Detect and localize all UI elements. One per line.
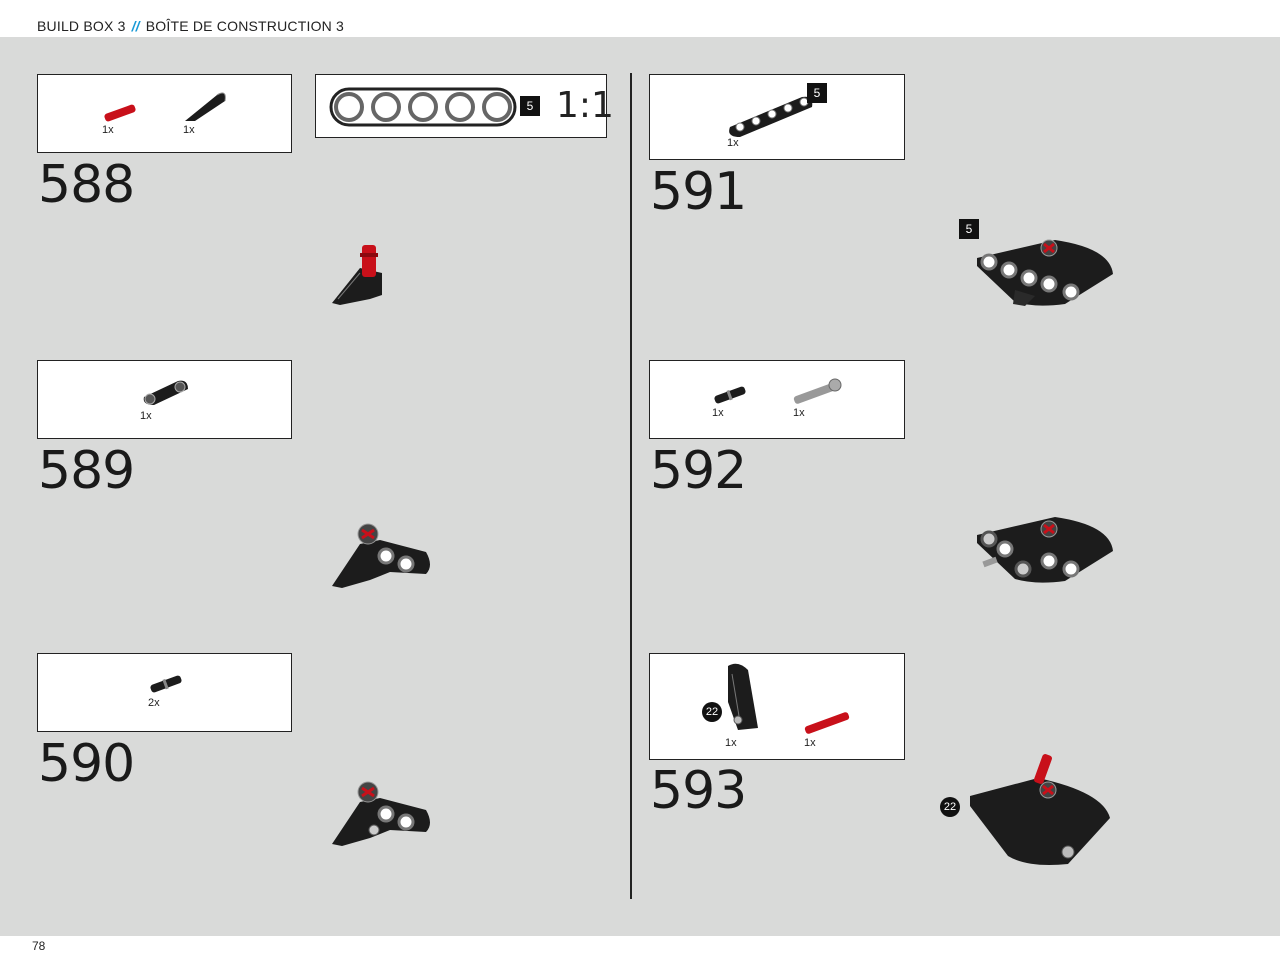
- black-beam-5-icon: [729, 96, 813, 137]
- step-590-part-1-qty: 2x: [148, 697, 160, 709]
- step-593-number: 593: [650, 761, 747, 821]
- black-pin-icon: [714, 386, 746, 404]
- step-591-assembly: [977, 239, 1113, 306]
- black-panel-22-icon: [728, 663, 758, 730]
- step-593-part-1-qty: 1x: [725, 737, 737, 749]
- step-593-part-label: 22: [702, 702, 722, 722]
- page-footer: 78: [0, 936, 1280, 974]
- step-588-part-1-qty: 1x: [102, 124, 114, 136]
- beam-length-label: 5: [520, 96, 540, 116]
- step-593-assembly-label: 22: [940, 797, 960, 817]
- scale-label: 1:1: [556, 85, 614, 126]
- step-588-part-2-qty: 1x: [183, 124, 195, 136]
- step-588-assembly: [332, 245, 382, 305]
- step-591-assembly-length-label: 5: [959, 219, 979, 239]
- step-592-parts-box: 1x 1x: [649, 360, 905, 439]
- step-591-parts-box: 5 1x: [649, 74, 905, 160]
- black-pin-icon: [150, 675, 182, 693]
- black-curved-panel-icon: [185, 92, 226, 121]
- black-connector-icon: [143, 380, 188, 405]
- page-header: BUILD BOX 3 // BOÎTE DE CONSTRUCTION 3: [0, 0, 1280, 37]
- header-title: BUILD BOX 3 // BOÎTE DE CONSTRUCTION 3: [37, 18, 344, 34]
- red-axle-icon: [804, 712, 850, 734]
- step-589-parts-box: 1x: [37, 360, 292, 439]
- red-axle-pin-icon: [104, 104, 136, 122]
- step-593-parts-box: 22 1x 1x: [649, 653, 905, 760]
- step-589-number: 589: [38, 441, 135, 501]
- step-592-assembly: [977, 517, 1113, 583]
- step-588-parts-box: 1x 1x: [37, 74, 292, 153]
- step-592-number: 592: [650, 441, 747, 501]
- step-591-part-length-label: 5: [807, 83, 827, 103]
- step-589-assembly: [332, 523, 430, 588]
- page-number: 78: [32, 939, 46, 953]
- header-title-fr: BOÎTE DE CONSTRUCTION 3: [145, 18, 345, 34]
- header-separator: //: [131, 18, 140, 34]
- step-592-part-1-qty: 1x: [712, 407, 724, 419]
- beam-5-silhouette-icon: [329, 87, 517, 127]
- step-589-part-1-qty: 1x: [140, 410, 152, 422]
- step-590-number: 590: [38, 734, 135, 794]
- column-divider: [630, 73, 632, 899]
- step-588-number: 588: [38, 155, 135, 215]
- scale-callout-box: 5 1:1: [315, 74, 614, 138]
- step-593-assembly: [970, 754, 1110, 865]
- step-592-part-2-qty: 1x: [793, 407, 805, 419]
- step-590-parts-box: 2x: [37, 653, 292, 732]
- header-title-en: BUILD BOX 3: [37, 18, 126, 34]
- step-590-assembly: [332, 781, 430, 846]
- gray-axle-pin-icon: [793, 378, 842, 404]
- step-591-part-1-qty: 1x: [727, 137, 739, 149]
- step-593-part-2-qty: 1x: [804, 737, 816, 749]
- step-591-number: 591: [650, 162, 747, 222]
